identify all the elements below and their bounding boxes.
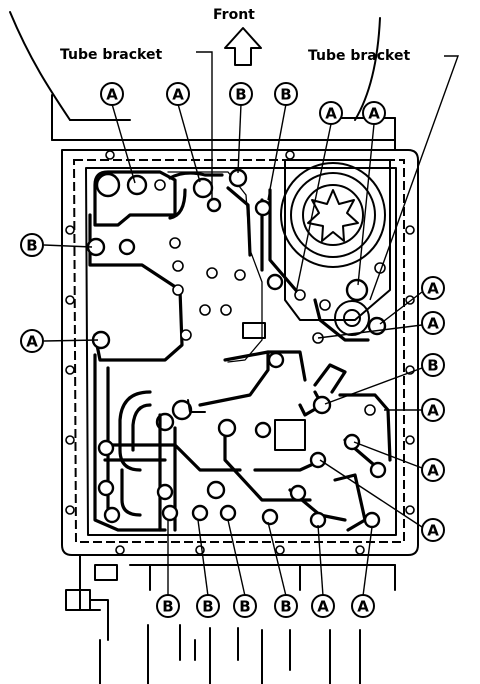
- callout-a-12: A: [351, 594, 375, 618]
- tube-bracket-left-label: Tube bracket: [60, 47, 162, 63]
- svg-text:A: A: [368, 105, 380, 123]
- svg-text:A: A: [427, 522, 439, 540]
- callout-a-5: A: [421, 276, 445, 300]
- svg-text:A: A: [317, 598, 329, 616]
- svg-text:A: A: [427, 462, 439, 480]
- svg-text:B: B: [162, 598, 173, 616]
- tube-bracket-right-leader: [369, 55, 459, 301]
- callout-b-2: B: [274, 82, 298, 106]
- callout-b-4: B: [421, 353, 445, 377]
- callout-b-8: B: [274, 594, 298, 618]
- callout-a-2: A: [166, 82, 190, 106]
- housing-outline: [9, 11, 396, 151]
- callout-a-1: A: [100, 82, 124, 106]
- svg-text:A: A: [427, 315, 439, 333]
- middle-tube-area: [93, 353, 242, 532]
- callout-leaders: [43, 103, 423, 597]
- callout-a-3: A: [319, 101, 343, 125]
- svg-text:A: A: [427, 402, 439, 420]
- callout-a-6: A: [421, 311, 445, 335]
- callout-b-7: B: [233, 594, 257, 618]
- svg-text:B: B: [235, 86, 246, 104]
- svg-text:A: A: [357, 598, 369, 616]
- oil-pan-perimeter: [61, 149, 419, 556]
- callout-a-4: A: [362, 101, 386, 125]
- svg-text:A: A: [172, 86, 184, 104]
- middle-right-tubes: [103, 363, 392, 532]
- front-arrow: [224, 27, 262, 66]
- center-plate: [167, 168, 307, 407]
- svg-text:A: A: [26, 333, 38, 351]
- callout-a-9: A: [421, 458, 445, 482]
- callout-b-6: B: [196, 594, 220, 618]
- svg-text:B: B: [280, 598, 291, 616]
- svg-text:B: B: [239, 598, 250, 616]
- svg-text:B: B: [280, 86, 291, 104]
- callout-b-1: B: [229, 82, 253, 106]
- lower-connector-area: [65, 554, 396, 684]
- callout-a-8: A: [421, 398, 445, 422]
- front-label: Front: [213, 7, 255, 23]
- callout-a-11: A: [311, 594, 335, 618]
- svg-text:B: B: [427, 357, 438, 375]
- svg-text:A: A: [427, 280, 439, 298]
- svg-text:B: B: [202, 598, 213, 616]
- callout-b-5: B: [156, 594, 180, 618]
- callout-a-10: A: [421, 518, 445, 542]
- oil-pump-gear: [254, 159, 391, 344]
- tube-bracket-left-leader: [196, 51, 213, 200]
- upper-left-plate: [86, 170, 246, 362]
- svg-text:A: A: [325, 105, 337, 123]
- callout-a-7: A: [20, 329, 44, 353]
- svg-text:A: A: [106, 86, 118, 104]
- callout-b-3: B: [20, 233, 44, 257]
- svg-text:B: B: [26, 237, 37, 255]
- tube-bracket-right-label: Tube bracket: [308, 48, 410, 64]
